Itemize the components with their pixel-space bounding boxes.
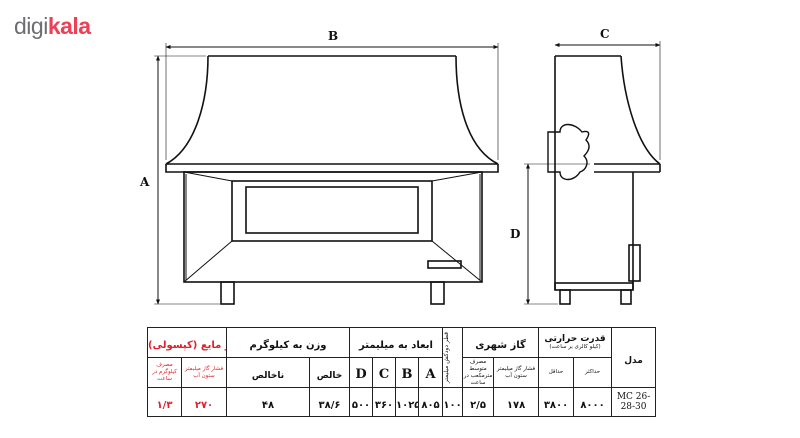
dimension-header-b-label: B [401,367,413,382]
city-consumption-cell: ۲/۵ [462,387,495,417]
model-header-label: مدل [624,356,643,366]
dimension-letter-d: D [510,227,520,241]
dimension-header-c: C [372,357,396,388]
city-gas-header: گاز شهری [462,327,540,358]
dimension-header-a: A [417,357,444,388]
dimension-c-value: ۳۶۰ [374,399,394,411]
dimension-letter-a: A [139,175,150,189]
city-pressure-cell: ۱۷۸ [493,387,540,417]
dimension-c-cell: ۳۶۰ [372,387,396,417]
logo-suffix: kala [47,13,91,39]
flue-label: قطر دودکش میلیمتر [443,331,451,384]
weight-title: وزن به کیلوگرم [249,340,327,351]
dimensions-header: ابعاد به میلیمتر [348,327,444,358]
net-weight-label: خالص [316,371,343,381]
dimension-lines [154,41,661,305]
dimension-a-value: ۸۰۵ [421,399,440,411]
table-subheader-row: مصرف کیلوگرم در ساعت فشار گاز میلیمتر ست… [147,357,656,388]
power-max-header: حداکثر [573,357,613,388]
city-consumption-label: مصرف متوسط مترمکعب در ساعت [463,358,493,386]
dimension-d-cell: ۵۰۰ [349,387,373,417]
dimensions-title: ابعاد به میلیمتر [359,340,433,351]
table-header-row: گاز مایع (کپسولی) وزن به کیلوگرم ابعاد ب… [147,327,657,388]
side-view [547,55,661,305]
city-pressure-label: فشار گاز میلیمتر ستون آب [496,365,536,379]
power-max-value: ۸۰۰۰ [580,399,605,411]
lpg-pressure-cell: ۲۷۰ [181,387,227,417]
net-weight-header: خالص [309,357,350,388]
lpg-pressure-value: ۲۷۰ [194,399,214,411]
dimension-d-value: ۵۰۰ [351,399,371,411]
table-row: ۱/۳ ۲۷۰ ۴۸ ۳۸/۶ ۵۰۰ ۳۶۰ ۱۰۲۵ ۸۰۵ ۱۰۰ ۲/۵… [147,387,657,417]
flue-cell: ۱۰۰ [442,387,464,417]
lpg-pressure-header: فشار گاز میلیمتر ستون آب [181,357,227,388]
model-value: MC 26-28-30 [616,392,651,412]
power-title: قدرت حرارتی [544,334,606,344]
weight-header: وزن به کیلوگرم [226,327,350,358]
dimension-header-d-label: D [355,367,367,382]
front-view [165,55,499,305]
city-consumption-value: ۲/۵ [470,399,486,411]
dimension-a-cell: ۸۰۵ [417,387,444,417]
power-min-header: حداقل [538,357,575,388]
dimension-header-b: B [395,357,419,388]
power-min-value: ۳۸۰۰ [543,399,569,411]
model-header: مدل [611,327,657,388]
lpg-pressure-label: فشار گاز میلیمتر ستون آب [184,365,224,379]
gross-weight-header: ناخالص [226,357,310,388]
city-gas-title: گاز شهری [475,340,526,351]
specifications-table: گاز مایع (کپسولی) وزن به کیلوگرم ابعاد ب… [147,327,657,417]
dimension-header-c-label: C [378,367,390,382]
power-subtitle: (کیلو کالری بر ساعت) [549,344,601,350]
flue-value: ۱۰۰ [443,399,462,411]
power-max-label: حداکثر [584,369,601,375]
dimension-header-a-label: A [425,367,436,382]
gross-weight-cell: ۴۸ [226,387,310,417]
power-min-label: حداقل [548,369,564,375]
dimension-b-cell: ۱۰۲۵ [395,387,419,417]
lpg-consumption-header: مصرف کیلوگرم در ساعت [147,357,182,388]
dimension-header-d: D [349,357,373,388]
dimension-letter-b: B [328,29,338,43]
lpg-header: گاز مایع (کپسولی) [147,327,227,358]
net-weight-value: ۳۸/۶ [318,399,341,411]
power-min-cell: ۳۸۰۰ [538,387,575,417]
city-pressure-value: ۱۷۸ [506,399,526,411]
lpg-title: گاز مایع (کپسولی) [148,340,226,351]
city-consumption-header: مصرف متوسط مترمکعب در ساعت [462,357,495,388]
dimension-letters: B C A D [139,27,610,241]
digikala-logo: digikala [14,13,91,40]
logo-prefix: digi [14,13,48,39]
dimension-letter-c: C [600,27,610,41]
power-header: قدرت حرارتی (کیلو کالری بر ساعت) [538,327,613,358]
model-cell: MC 26-28-30 [611,387,657,417]
city-pressure-header: فشار گاز میلیمتر ستون آب [493,357,540,388]
dimension-b-value: ۱۰۲۵ [396,399,419,411]
net-weight-cell: ۳۸/۶ [309,387,350,417]
lpg-consumption-value: ۱/۳ [156,399,173,411]
power-max-cell: ۸۰۰۰ [573,387,613,417]
gross-weight-value: ۴۸ [261,399,275,411]
flue-header: قطر دودکش میلیمتر [442,327,464,388]
lpg-consumption-cell: ۱/۳ [147,387,182,417]
lpg-consumption-label: مصرف کیلوگرم در ساعت [152,362,177,382]
gross-weight-label: ناخالص [251,371,285,381]
